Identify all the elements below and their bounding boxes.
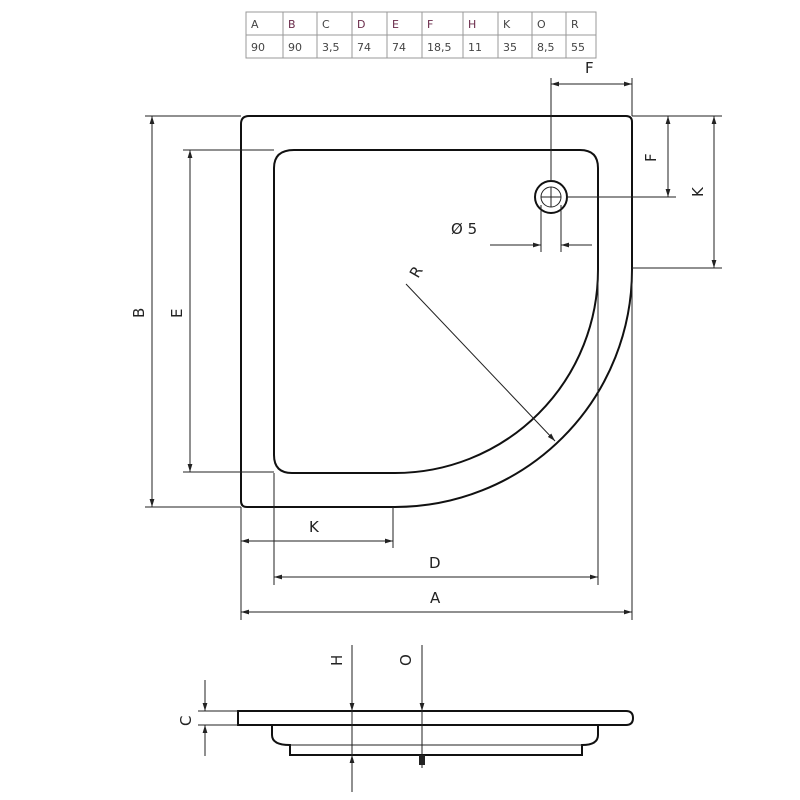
table-value-e: 74 (392, 41, 406, 54)
table-header-c: C (322, 18, 330, 31)
dim-radius (405, 283, 556, 442)
table-value-f: 18,5 (427, 41, 452, 54)
table-value-a: 90 (251, 41, 265, 54)
tray-basin-section (271, 725, 599, 756)
label-e: E (168, 309, 186, 318)
table-header-k: K (503, 18, 511, 31)
label-h: H (328, 655, 346, 666)
dimension-table: A B C D E F H K O R 90 90 3,5 74 74 18,5 11 35 8,5 55 (245, 11, 597, 59)
table-value-h: 11 (468, 41, 482, 54)
table-value-b: 90 (288, 41, 302, 54)
label-d: D (429, 554, 441, 572)
label-c: C (177, 716, 195, 726)
table-value-o: 8,5 (537, 41, 555, 54)
table-header-o: O (537, 18, 546, 31)
table-value-c: 3,5 (322, 41, 340, 54)
table-header-r: R (571, 18, 579, 31)
label-b: B (130, 308, 148, 318)
label-k-right: K (689, 186, 707, 197)
tray-outer-outline (240, 115, 633, 508)
top-view: F F K Ø 5 R B E K D A (130, 59, 722, 620)
table-header-h: H (468, 18, 476, 31)
label-o: O (397, 654, 415, 666)
table-value-d: 74 (357, 41, 371, 54)
label-a: A (430, 589, 441, 607)
label-drain-diameter: Ø 5 (451, 220, 477, 238)
table-header-f: F (427, 18, 433, 31)
tray-inner-outline (273, 149, 599, 474)
table-header-e: E (392, 18, 399, 31)
label-f-right: F (642, 153, 660, 162)
table-header-d: D (357, 18, 365, 31)
table-header-a: A (251, 18, 259, 31)
table-value-k: 35 (503, 41, 517, 54)
table-header-b: B (288, 18, 296, 31)
label-f-top: F (585, 59, 594, 77)
table-value-r: 55 (571, 41, 585, 54)
label-k-bottom: K (309, 518, 320, 536)
label-r: R (406, 263, 427, 281)
side-view: C H O (177, 645, 635, 792)
tray-rim-section (237, 710, 635, 726)
